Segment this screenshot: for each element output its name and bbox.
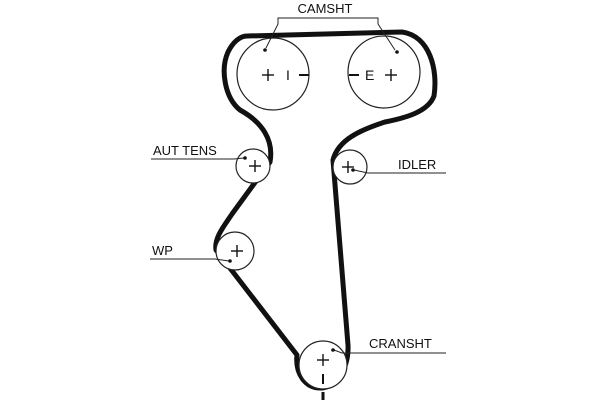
leader-dot: [395, 50, 399, 54]
water-pump-pulley: [215, 231, 255, 271]
idler-pulley: [332, 149, 368, 185]
leader-line: [333, 349, 446, 354]
leader-line: [377, 23, 396, 51]
crankshaft-label: CRANSHT: [369, 336, 432, 351]
camshaft-sprocket-intake: I: [236, 37, 310, 111]
center-cross-icon: [249, 160, 261, 172]
water-pump-callout: WP: [150, 243, 232, 263]
center-cross-icon: [231, 245, 243, 257]
auto-tensioner-callout: AUT TENS: [151, 143, 247, 160]
exhaust-mark: E: [365, 67, 374, 83]
crankshaft-sprocket: [298, 340, 348, 400]
center-cross-icon: [317, 354, 329, 366]
leader-dot: [228, 259, 232, 263]
leader-dot: [263, 48, 267, 52]
center-cross-icon: [342, 161, 354, 173]
camshaft-sprocket-exhaust: E: [347, 35, 421, 109]
auto-tensioner-label: AUT TENS: [153, 143, 217, 158]
idler-label: IDLER: [398, 157, 436, 172]
center-cross-icon: [385, 69, 397, 81]
idler-callout: IDLER: [351, 157, 446, 174]
exhaust-sprocket-circle: [347, 35, 421, 109]
center-cross-icon: [262, 69, 274, 81]
camshaft-callout: CAMSHT: [263, 1, 399, 54]
water-pump-label: WP: [152, 243, 173, 258]
leader-line: [353, 169, 446, 174]
crankshaft-callout: CRANSHT: [331, 336, 446, 354]
leader-dot: [331, 348, 335, 352]
leader-line: [265, 23, 279, 49]
leader-dot: [243, 156, 247, 160]
leader-line: [150, 258, 230, 262]
leader-line: [151, 157, 245, 160]
intake-sprocket-circle: [236, 37, 310, 111]
auto-tensioner-pulley: [235, 148, 271, 184]
camshaft-label: CAMSHT: [298, 1, 353, 16]
intake-mark: I: [286, 67, 290, 83]
camshaft-leader-bracket: [277, 17, 379, 24]
leader-dot: [351, 168, 355, 172]
